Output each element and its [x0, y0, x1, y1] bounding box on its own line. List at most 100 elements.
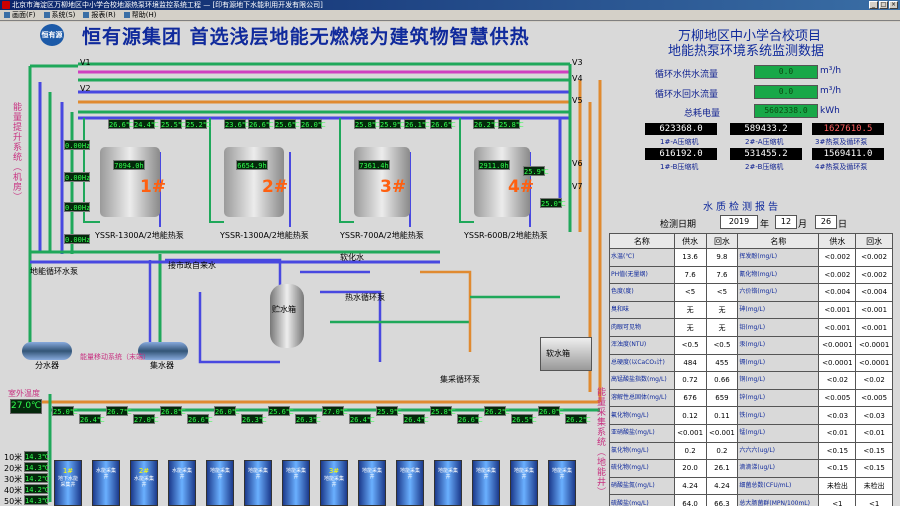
wq-item-value: 676: [673, 388, 707, 408]
energy-well[interactable]: 地能采集井: [510, 460, 538, 506]
wq-item-value: 4.24: [673, 476, 707, 496]
soft-water-tank[interactable]: [540, 337, 592, 371]
energy-well[interactable]: 水能采集井: [92, 460, 120, 506]
window-controls: _ □ ×: [869, 1, 898, 9]
secondary-pipes: [148, 258, 560, 364]
energy-well[interactable]: 3#地能采集井: [320, 460, 348, 506]
well-temp: 26.5℃: [511, 414, 537, 424]
well-temp: 26.0℃: [538, 406, 564, 416]
wq-item-value: <0.15: [855, 459, 893, 478]
well-label: 地能采集井: [551, 468, 572, 480]
close-button[interactable]: ×: [889, 1, 898, 9]
wq-item-value: <0.001: [818, 318, 857, 337]
vfd-3: 0.00Hz: [64, 202, 91, 212]
wq-item-value: <0.001: [818, 300, 857, 320]
energy-well[interactable]: 水能采集井: [168, 460, 196, 506]
depth-30: 30米: [4, 475, 23, 484]
menu-report[interactable]: 报表(R): [83, 10, 116, 20]
wq-item-value: <0.03: [818, 406, 857, 425]
heatpump-3[interactable]: 3#: [354, 147, 410, 217]
minimize-button[interactable]: _: [869, 1, 878, 9]
energy-well[interactable]: 地能采集井: [548, 460, 576, 506]
wq-item-name: 锌(mg/L): [737, 388, 820, 408]
wq-item-name: 总硬度(以CaCO₃计): [609, 353, 675, 373]
water-quality-title: 水质检测报告: [703, 202, 781, 213]
soft-water-tank-label: 软水箱: [546, 349, 570, 358]
day-field[interactable]: 26: [815, 215, 837, 229]
meter-2b: 531455.2: [730, 148, 802, 160]
wq-item-name: 挥发酚(mg/L): [737, 248, 820, 267]
hp2-temp-2: 26.6℃: [248, 119, 274, 129]
power-value: 5602338.0: [754, 104, 818, 118]
well-temp: 26.3℃: [295, 414, 321, 424]
menu-help[interactable]: 帮助(H): [123, 10, 156, 20]
wq-item-name: 亚硝酸盐(mg/L): [609, 423, 675, 443]
well-label: 地能采集井: [437, 468, 458, 480]
energy-well[interactable]: 2#水能采集井: [130, 460, 158, 506]
menu-screen[interactable]: 画面(F): [4, 10, 36, 20]
wq-item-value: <0.02: [818, 371, 857, 390]
well-temp: 26.6℃: [457, 414, 483, 424]
v2-label: V2: [80, 84, 91, 93]
year-unit: 年: [760, 220, 770, 230]
wq-item-value: <0.002: [818, 265, 857, 285]
wq-item-name: 总大肠菌群(MPN/100mL): [737, 494, 820, 506]
well-temp: 27.0℃: [322, 406, 348, 416]
wq-item-name: 高锰酸盐指数(mg/L): [609, 371, 675, 390]
maximize-button[interactable]: □: [879, 1, 888, 9]
energy-well[interactable]: 地能采集井: [244, 460, 272, 506]
wq-item-value: <0.15: [818, 441, 857, 461]
depth-40-temp: 14.2℃: [24, 484, 50, 494]
heatpump-1-number: 1#: [140, 177, 167, 197]
well-temp: 26.7℃: [106, 406, 132, 416]
window-title: 北京市海淀区万柳地区中小学合校地源热泵环境监控系统工程 — [印有源地下水能利用…: [12, 1, 323, 9]
wq-item-value: <0.001: [705, 423, 739, 443]
well-label: 地能采集井: [399, 468, 420, 480]
meter-1b-label: 1#-B压缩机: [660, 163, 699, 171]
heatpump-3-name: YSSR-700A/2地能热泵: [340, 231, 424, 240]
v4-label: V4: [572, 74, 583, 83]
heatpump-1[interactable]: 1#: [100, 147, 166, 217]
depth-20-temp: 14.3℃: [24, 462, 50, 472]
menu-system[interactable]: 系统(S): [43, 10, 75, 20]
hp1-temp-4: 25.2℃: [185, 119, 211, 129]
collector-label: 集水器: [150, 361, 174, 370]
distributor-tank[interactable]: [22, 342, 72, 360]
month-field[interactable]: 12: [775, 215, 797, 229]
storage-tank[interactable]: [270, 284, 304, 348]
energy-well[interactable]: 地能采集井: [396, 460, 424, 506]
meter-3: 1627610.5: [812, 123, 884, 135]
wq-item-value: <0.005: [855, 388, 893, 408]
v3-label: V3: [572, 58, 583, 67]
collector-tank[interactable]: [138, 342, 188, 360]
wq-item-value: 7.6: [705, 265, 739, 285]
wq-item-value: 7.6: [673, 265, 707, 285]
wq-item-name: 铁(mg/L): [737, 406, 820, 425]
well-temp: 25.8℃: [430, 406, 456, 416]
year-field[interactable]: 2019: [720, 215, 758, 229]
energy-well[interactable]: 地能采集井: [206, 460, 234, 506]
energy-well[interactable]: 1#地下水能采集井: [54, 460, 82, 506]
well-temp: 25.6℃: [268, 406, 294, 416]
depth-30-temp: 14.2℃: [24, 473, 50, 483]
energy-collect-label: 能量采集系统（地能井）: [595, 387, 605, 497]
meter-1b: 616192.0: [645, 148, 717, 160]
heatpump-4[interactable]: 4#: [474, 147, 534, 217]
energy-well[interactable]: 地能采集井: [282, 460, 310, 506]
heatpump-2[interactable]: 2#: [224, 147, 288, 217]
energy-well[interactable]: 地能采集井: [434, 460, 462, 506]
wq-item-value: <0.0001: [818, 335, 857, 355]
hp4-temp-4: 25.0℃: [540, 198, 566, 208]
comp-hours-4: 2911.0h: [478, 160, 510, 170]
energy-well[interactable]: 地能采集井: [358, 460, 386, 506]
heatpump-4-name: YSSR-600B/2地能热泵: [464, 231, 548, 240]
wq-item-name: 六六六(ug/L): [737, 441, 820, 461]
wq-item-name: 溶解性总固体(mg/L): [609, 388, 675, 408]
hp1-temp-1: 26.6℃: [108, 119, 134, 129]
energy-well[interactable]: 地能采集井: [472, 460, 500, 506]
menubar: 画面(F) 系统(S) 报表(R) 帮助(H): [0, 10, 900, 21]
